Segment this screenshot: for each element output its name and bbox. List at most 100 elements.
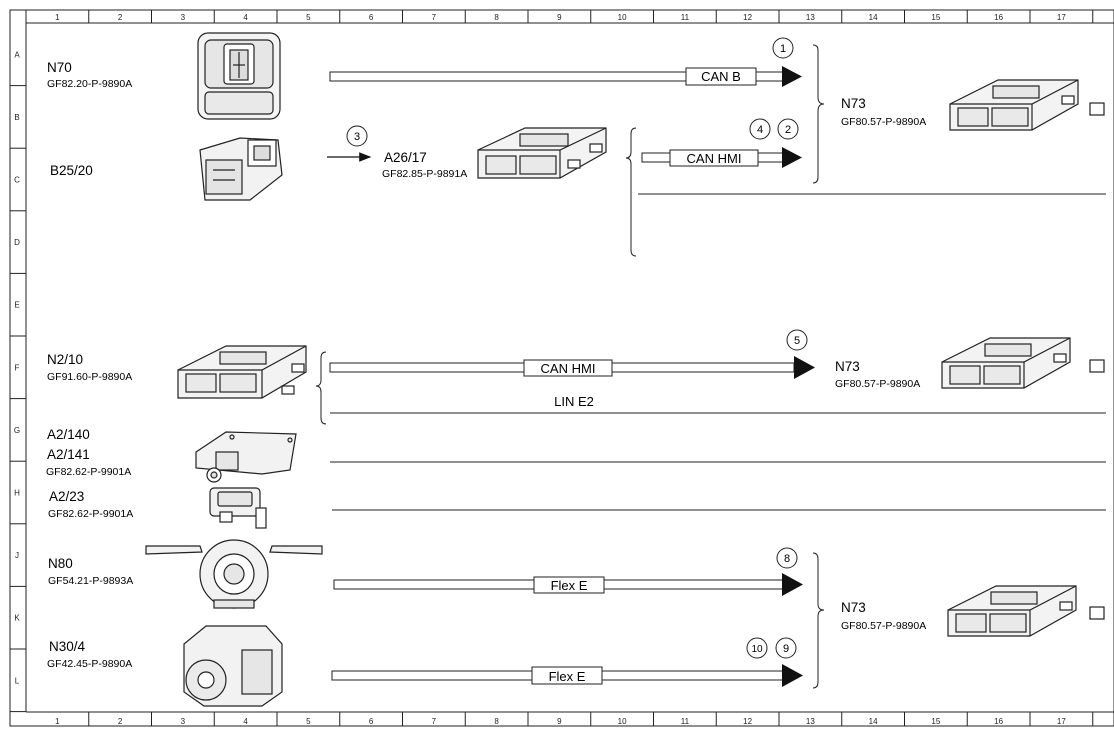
n2-10-code: GF91.60-P-9890A [47, 371, 132, 383]
column-label: 4 [243, 717, 248, 726]
n30-4-name: N30/4 [49, 639, 86, 654]
row-label: G [14, 426, 20, 435]
marker-4: 4 [749, 118, 771, 140]
column-label: 5 [306, 13, 311, 22]
row-label: B [14, 113, 19, 122]
column-label: 6 [369, 717, 374, 726]
column-label: 12 [743, 717, 752, 726]
n73-top-name: N73 [841, 96, 866, 111]
column-label: 1 [55, 13, 60, 22]
n80-name: N80 [48, 556, 73, 571]
column-label: 15 [931, 717, 940, 726]
can-hmi-top-label: CAN HMI [687, 151, 742, 166]
column-label: 2 [118, 13, 123, 22]
column-label: 3 [181, 717, 186, 726]
column-label: 7 [432, 13, 437, 22]
column-ruler: 1122334455667788991010111112121313141415… [55, 10, 1094, 726]
row-label: A [14, 50, 20, 59]
a2-23-name: A2/23 [49, 489, 84, 504]
lin-e2-label: LIN E2 [554, 394, 594, 409]
can-b-label: CAN B [701, 69, 741, 84]
row-label: D [14, 238, 20, 247]
n73-middle-control-unit-image [941, 337, 1105, 389]
column-label: 14 [869, 13, 878, 22]
column-label: 17 [1057, 13, 1066, 22]
n73-middle-name: N73 [835, 359, 860, 374]
column-label: 12 [743, 13, 752, 22]
drawing-frame [9, 9, 1114, 727]
column-label: 3 [181, 13, 186, 22]
column-label: 9 [557, 13, 562, 22]
a26-17-brace [625, 127, 637, 257]
column-label: 14 [869, 717, 878, 726]
n73-bottom-control-unit-image [947, 585, 1105, 637]
b25-20-name: B25/20 [50, 163, 93, 178]
marker-9: 9 [775, 637, 797, 659]
n70-switch-module-image [197, 32, 281, 120]
column-label: 5 [306, 717, 311, 726]
n73-bottom-name: N73 [841, 600, 866, 615]
marker-5-text: 5 [794, 335, 800, 347]
n73-top-code: GF80.57-P-9890A [841, 116, 926, 128]
marker-9-text: 9 [783, 643, 789, 655]
flex-e-top-label: Flex E [551, 578, 588, 593]
column-label: 2 [118, 717, 123, 726]
marker-2-text: 2 [785, 124, 791, 136]
column-label: 15 [931, 13, 940, 22]
b25-20-sensor-image [199, 137, 283, 201]
can-hmi-middle-label: CAN HMI [541, 361, 596, 376]
flex-e-top-connection [333, 573, 803, 596]
n80-code: GF54.21-P-9893A [48, 575, 133, 587]
row-label: K [14, 614, 20, 623]
flex-e-bottom-connection [331, 664, 803, 687]
marker-10: 10 [746, 637, 768, 659]
marker-3: 3 [346, 125, 368, 147]
n30-4-control-unit-image [183, 625, 283, 707]
n73-top-control-unit-image [949, 79, 1105, 131]
n73-middle-code: GF80.57-P-9890A [835, 378, 920, 390]
marker-3-text: 3 [354, 131, 360, 143]
column-label: 13 [806, 717, 815, 726]
column-label: 4 [243, 13, 248, 22]
a2-23-code: GF82.62-P-9901A [48, 508, 133, 520]
column-label: 11 [681, 717, 690, 726]
marker-1: 1 [772, 37, 794, 59]
marker-2: 2 [777, 118, 799, 140]
n73-bottom-code: GF80.57-P-9890A [841, 620, 926, 632]
a2-140-name: A2/140 [47, 427, 90, 442]
a2-141-module-image [195, 431, 297, 483]
column-label: 17 [1057, 717, 1066, 726]
n2-10-control-unit-image [177, 345, 307, 399]
row-label: F [15, 363, 20, 372]
marker-4-text: 4 [757, 124, 763, 136]
column-label: 7 [432, 717, 437, 726]
n70-code: GF82.20-P-9890A [47, 78, 132, 90]
column-label: 16 [994, 13, 1003, 22]
a26-17-name: A26/17 [384, 150, 427, 165]
n2-10-name: N2/10 [47, 352, 83, 367]
can-hmi-middle-connection [329, 356, 815, 379]
column-label: 8 [494, 717, 499, 726]
row-label: J [15, 551, 19, 560]
row-label: C [14, 176, 20, 185]
column-label: 10 [618, 717, 627, 726]
marker-8: 8 [776, 547, 798, 569]
bottom-right-brace [812, 552, 825, 689]
n80-steering-column-module-image [145, 539, 323, 609]
n30-4-code: GF42.45-P-9890A [47, 658, 132, 670]
column-label: 8 [494, 13, 499, 22]
marker-8-text: 8 [784, 553, 790, 565]
a2-141-name: A2/141 [47, 447, 90, 462]
row-label: H [14, 489, 20, 498]
column-label: 10 [618, 13, 627, 22]
a2-23-module-image [209, 487, 267, 529]
column-label: 9 [557, 717, 562, 726]
flex-e-bottom-label: Flex E [549, 669, 586, 684]
row-label: L [15, 676, 20, 685]
column-label: 11 [681, 13, 690, 22]
marker-10-text: 10 [751, 644, 763, 655]
n2-10-brace [315, 351, 327, 425]
marker-1-text: 1 [780, 43, 786, 55]
column-label: 1 [55, 717, 60, 726]
